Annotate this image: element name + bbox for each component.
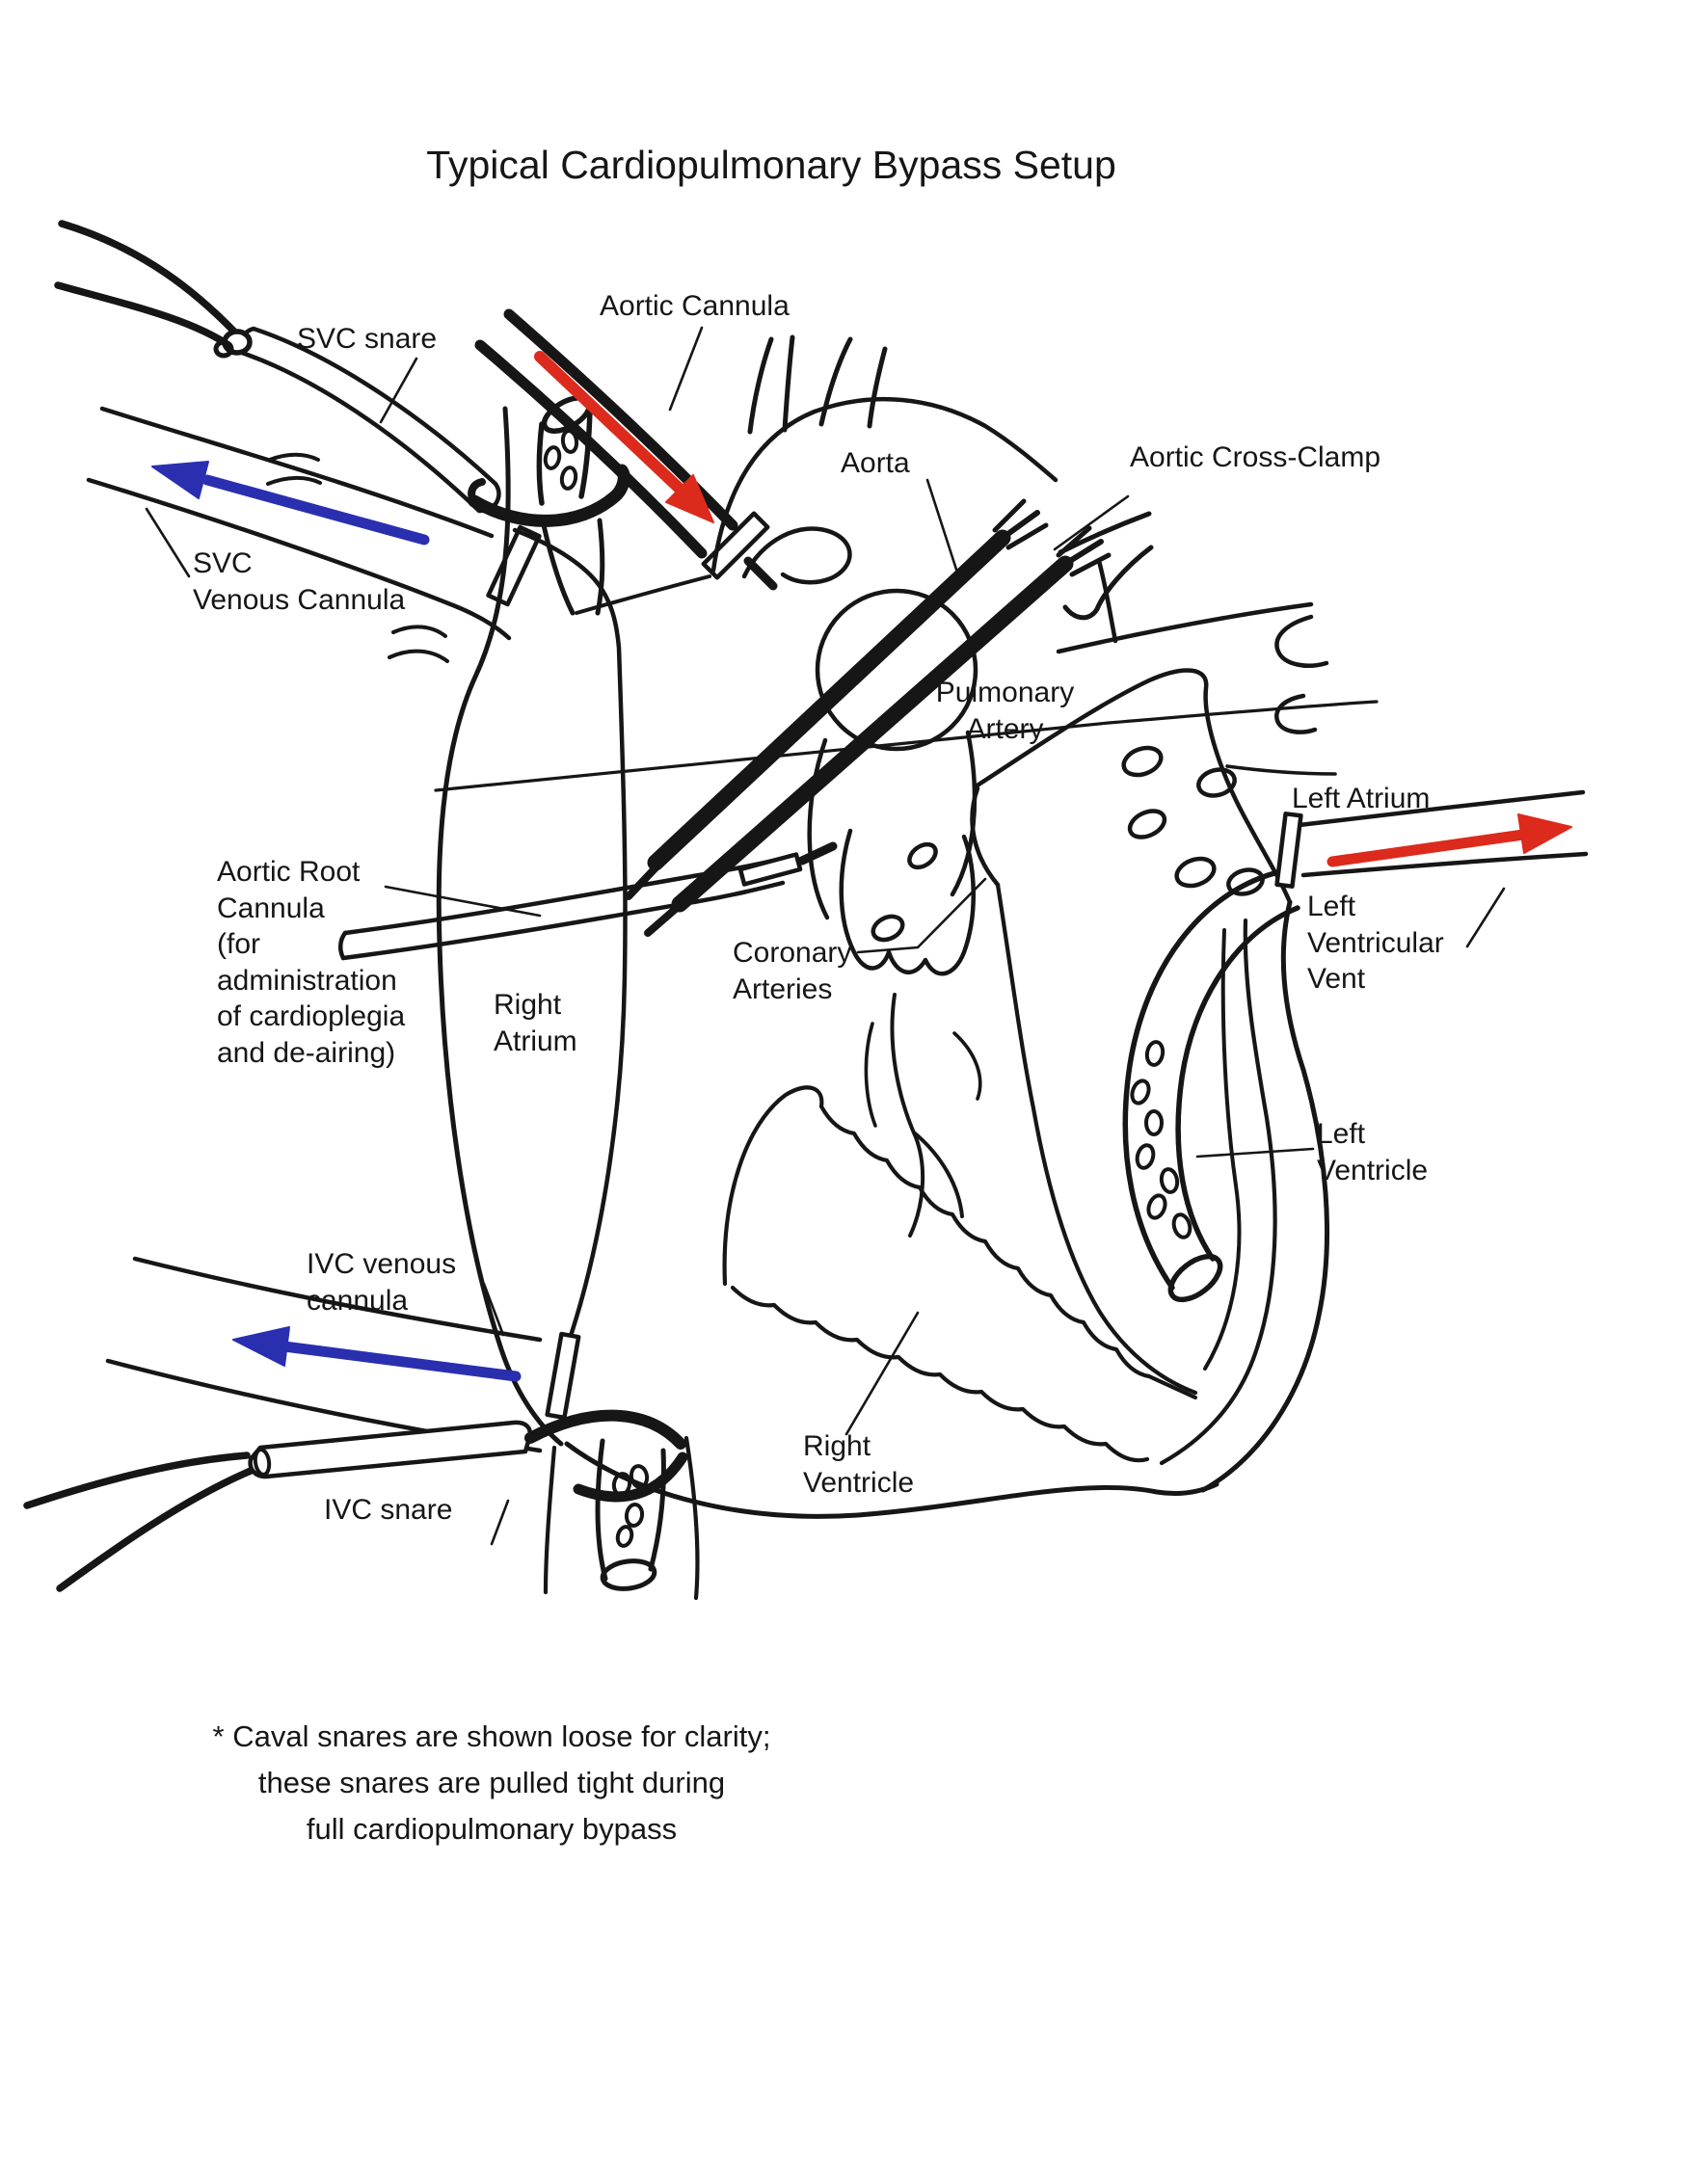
svc-venous-drainage-arrow xyxy=(151,461,430,546)
label-pulmonary-artery: Pulmonary Artery xyxy=(935,677,1075,745)
page-title: Typical Cardiopulmonary Bypass Setup xyxy=(426,143,1116,187)
left-atrium-drawing xyxy=(970,668,1337,905)
footnote-caval-snares: * Caval snares are shown loose for clari… xyxy=(212,1719,771,1847)
label-right-atrium: Right Atrium xyxy=(494,989,577,1057)
ivc-cannula-collar xyxy=(545,1331,581,1421)
aorta-outline xyxy=(710,334,1329,734)
root-cannula-collar xyxy=(737,852,803,887)
label-aortic-root-cannula: Aortic Root Cannula (for administration … xyxy=(217,856,406,1069)
aortic-cannula-collar xyxy=(701,511,770,580)
aortic-root-and-coronaries xyxy=(839,828,982,1238)
ivc-venous-drainage-arrow xyxy=(232,1326,522,1382)
label-right-ventricle: Right Ventricle xyxy=(803,1430,915,1499)
ivc-stump xyxy=(543,1435,700,1601)
ivc-snare-drawing xyxy=(23,1409,688,1592)
label-ivc-venous-cannula: IVC venous cannula xyxy=(307,1248,457,1317)
svc-vessel xyxy=(86,406,512,641)
label-svc-snare: SVC snare xyxy=(297,323,438,355)
label-aorta: Aorta xyxy=(841,447,910,479)
right-ventricle-drawing xyxy=(722,1085,1198,1463)
label-coronary-arteries: Coronary Arteries xyxy=(733,937,852,1005)
label-left-ventricle: Left Ventricle xyxy=(1317,1118,1429,1186)
label-aortic-cannula: Aortic Cannula xyxy=(600,290,790,322)
aortic-inflow-arrow xyxy=(534,351,714,523)
label-ivc-snare: IVC snare xyxy=(324,1494,453,1526)
label-aortic-cross-clamp: Aortic Cross-Clamp xyxy=(1130,441,1381,473)
vent-collar xyxy=(1274,812,1303,889)
label-left-ventricular-vent: Left Ventricular Vent xyxy=(1307,891,1444,995)
left-ventricular-vent-drawing xyxy=(1122,789,1589,1303)
aortic-cross-clamp-drawing xyxy=(625,498,1112,937)
vent-outflow-arrow xyxy=(1326,813,1572,867)
label-svc-venous-cannula: SVC Venous Cannula xyxy=(193,547,406,616)
label-left-atrium: Left Atrium xyxy=(1292,783,1431,814)
left-ventricle-drawing xyxy=(995,882,1330,1493)
leader-lines xyxy=(145,326,1506,1546)
